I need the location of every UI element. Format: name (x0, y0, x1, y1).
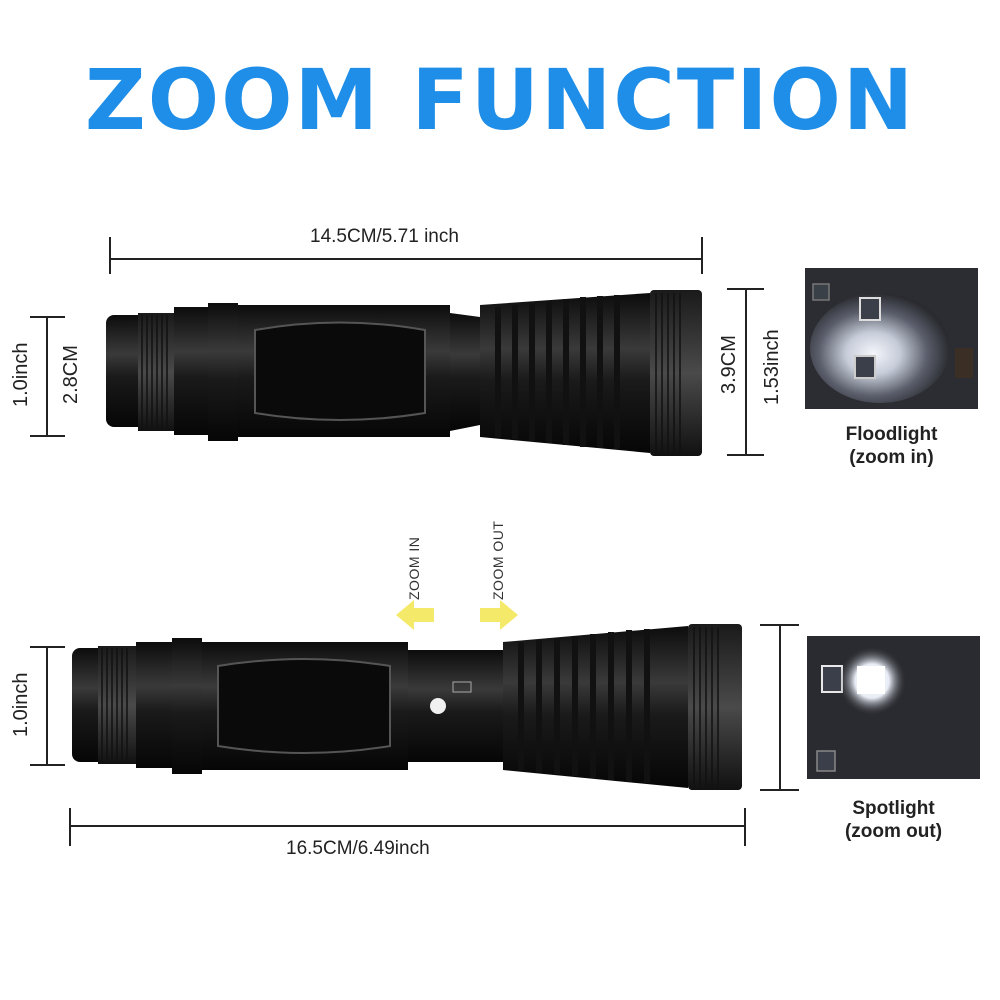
zoom-in-label: ZOOM IN (406, 536, 422, 600)
floodlight-caption-line1: Floodlight (845, 424, 938, 445)
flashlight-top-illustration (106, 290, 702, 456)
floodlight-photo (805, 268, 978, 409)
top-length-label: 14.5CM/5.71 inch (310, 226, 459, 247)
zoom-in-arrow-icon (396, 600, 434, 630)
spotlight-caption-line1: Spotlight (852, 798, 935, 819)
floodlight-caption-line2: (zoom in) (849, 447, 934, 468)
bottom-length-label: 16.5CM/6.49inch (286, 838, 430, 859)
spotlight-photo (807, 636, 980, 779)
top-tail-inch-label: 1.0inch (10, 342, 32, 408)
zoom-out-label: ZOOM OUT (490, 520, 506, 600)
page-title: ZOOM FUNCTION (84, 51, 916, 149)
flashlight-bottom-illustration (72, 624, 742, 790)
top-head-inch-label: 1.53inch (761, 329, 783, 406)
spotlight-caption: Spotlight (zoom out) (807, 797, 980, 843)
floodlight-caption: Floodlight (zoom in) (805, 423, 978, 469)
top-tail-cm-label: 2.8CM (60, 345, 82, 405)
top-head-cm-label: 3.9CM (718, 335, 740, 395)
zoom-out-arrow-icon (480, 600, 518, 630)
spotlight-caption-line2: (zoom out) (844, 821, 943, 842)
bottom-tail-inch-label: 1.0inch (10, 672, 32, 738)
